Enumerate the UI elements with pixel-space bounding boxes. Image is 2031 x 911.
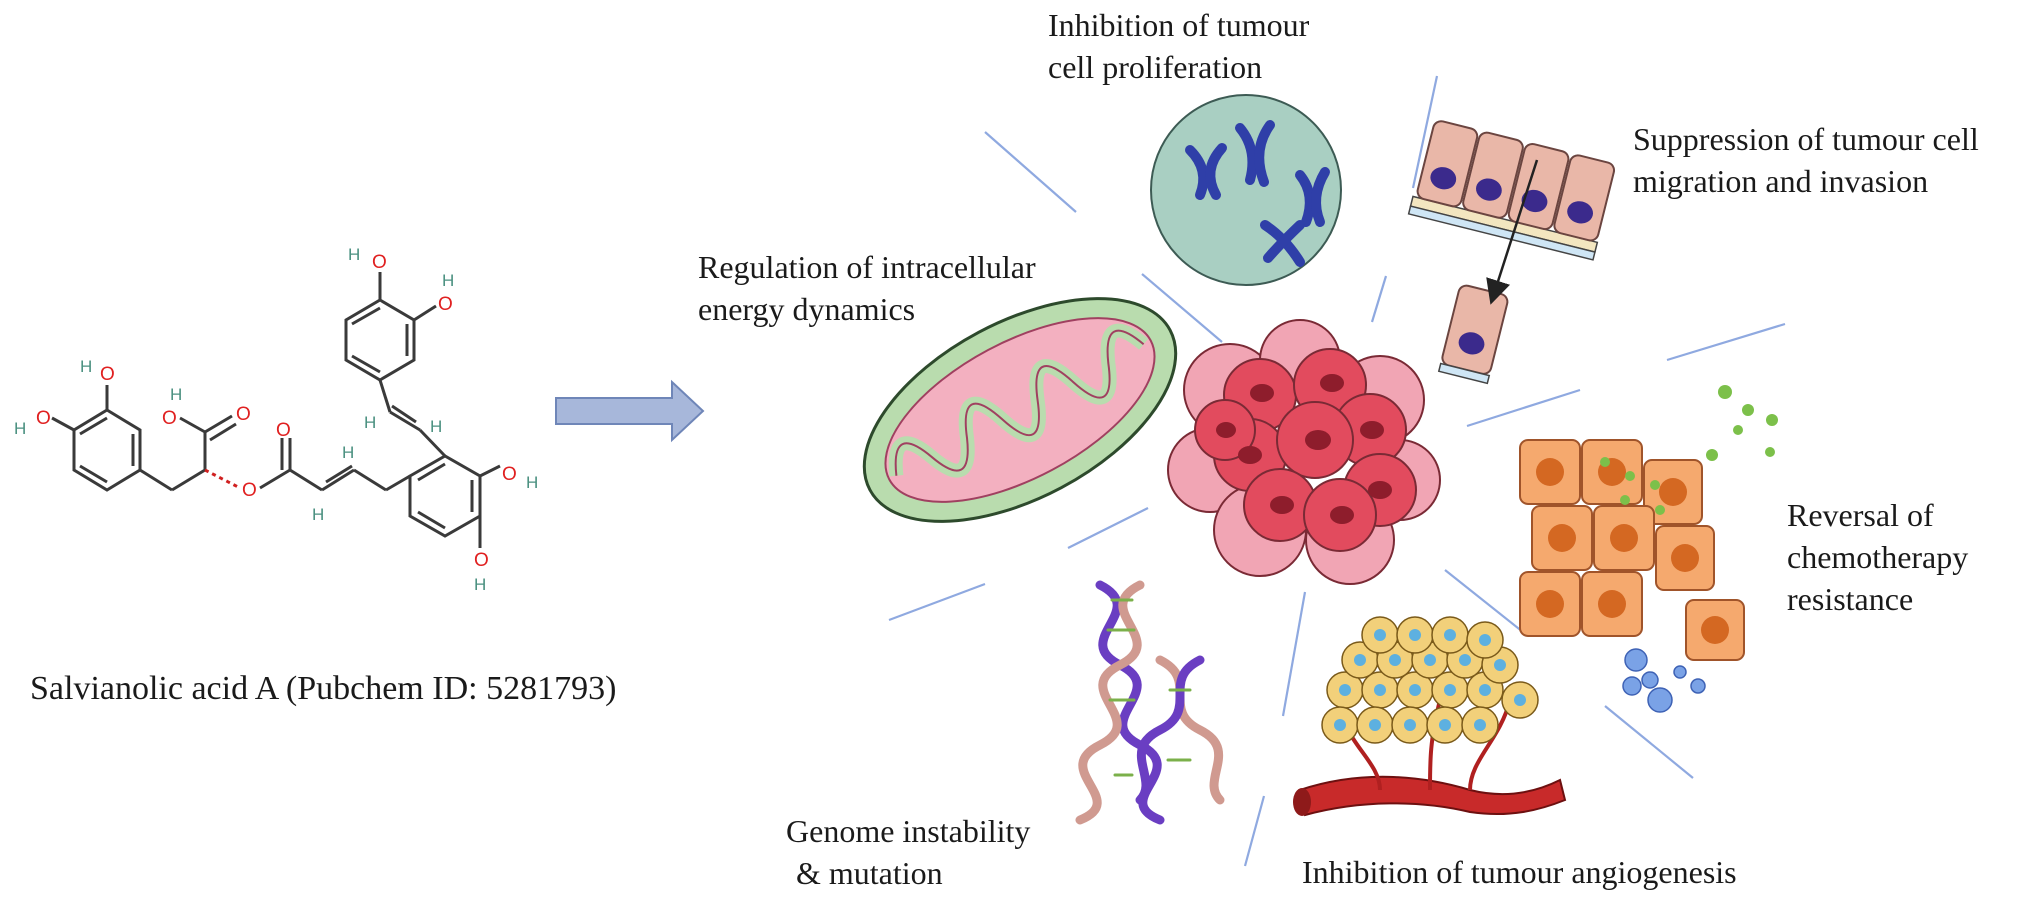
- arrow-right-icon: [555, 379, 705, 443]
- atom-o: O: [276, 420, 291, 441]
- label-line: Inhibition of tumour: [1048, 7, 1310, 43]
- label-line: migration and invasion: [1633, 163, 1929, 199]
- atom-o: O: [372, 252, 387, 273]
- label-line: Reversal of: [1787, 497, 1934, 533]
- angiogenesis-vessel-icon: [1293, 616, 1567, 817]
- radial-lines: [888, 75, 1786, 867]
- label-chemoresistance: Reversal of chemotherapy resistance: [1787, 494, 1968, 620]
- atom-h: H: [474, 575, 486, 594]
- label-energy: Regulation of intracellular energy dynam…: [698, 246, 1036, 330]
- atom-o: O: [502, 464, 517, 485]
- dna-helix-icon: [1075, 580, 1225, 825]
- label-angiogenesis: Inhibition of tumour angiogenesis: [1302, 854, 1737, 890]
- atom-h: H: [342, 443, 354, 462]
- atom-h: H: [170, 385, 182, 404]
- atom-o: O: [438, 294, 453, 315]
- label-line: & mutation: [796, 855, 943, 891]
- label-line: resistance: [1787, 581, 1914, 617]
- label-migration: Suppression of tumour cell migration and…: [1633, 118, 1979, 202]
- atom-h: H: [348, 245, 360, 264]
- salvianolic-acid-structure: [51, 272, 501, 548]
- label-line: Regulation of intracellular: [698, 249, 1036, 285]
- atom-o: O: [242, 480, 257, 501]
- atom-o: O: [36, 408, 51, 429]
- atom-h: H: [312, 505, 324, 524]
- atom-h: H: [80, 357, 92, 376]
- atom-o: O: [162, 408, 177, 429]
- atom-o: O: [236, 404, 251, 425]
- label-line: Suppression of tumour cell: [1633, 121, 1979, 157]
- label-line: cell proliferation: [1048, 49, 1263, 85]
- label-line: Genome instability: [786, 813, 1031, 849]
- epithelial-migration-icon: [1407, 120, 1616, 385]
- mitochondrion-icon: [862, 297, 1178, 523]
- chemo-resistant-cells-icon: [1519, 385, 1778, 713]
- molecule-atom-labels: O H O H O H O O O H H H H O H O H O H O …: [14, 245, 538, 594]
- atom-h: H: [430, 417, 442, 436]
- molecule-caption: Salvianolic acid A (Pubchem ID: 5281793): [30, 670, 617, 707]
- atom-o: O: [474, 550, 489, 571]
- atom-h: H: [364, 413, 376, 432]
- atom-h: H: [526, 473, 538, 492]
- atom-h: H: [442, 271, 454, 290]
- chromosome-dish-icon: [1150, 94, 1342, 286]
- label-proliferation: Inhibition of tumour cell proliferation: [1048, 4, 1309, 88]
- atom-o: O: [100, 364, 115, 385]
- atom-h: H: [14, 419, 26, 438]
- label-line: energy dynamics: [698, 291, 916, 327]
- tumour-cluster-icon: [1167, 319, 1441, 585]
- label-line: chemotherapy: [1787, 539, 1969, 575]
- label-genome: Genome instability & mutation: [786, 810, 1030, 894]
